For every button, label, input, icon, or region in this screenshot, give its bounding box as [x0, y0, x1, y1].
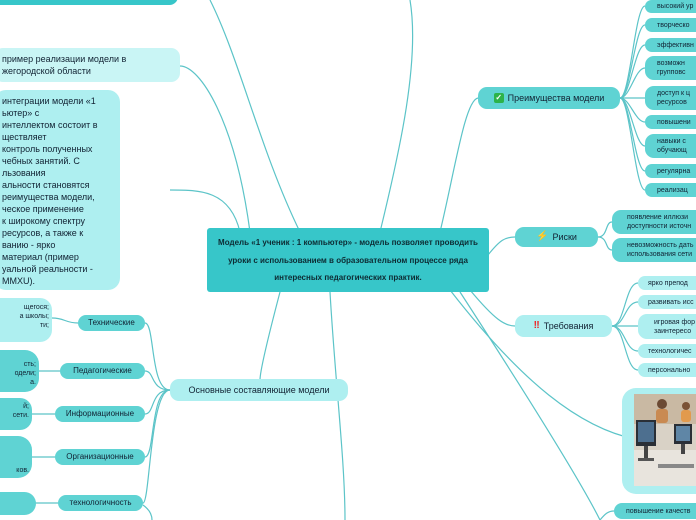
quality-improvement-node[interactable]: повышение качеств: [614, 503, 696, 519]
risk-item[interactable]: невозможность дать использования сети: [612, 238, 696, 262]
classroom-photo: [634, 394, 696, 486]
requirements-node[interactable]: ‼ Требования: [515, 315, 612, 337]
advantage-item[interactable]: реализац: [645, 183, 696, 197]
tech-details-node[interactable]: щегося; а школы; ти;: [0, 298, 52, 342]
central-topic[interactable]: Модель «1 ученик : 1 компьютер» - модель…: [207, 228, 489, 292]
top-left-node[interactable]: [0, 0, 178, 5]
requirements-title: Требования: [543, 321, 594, 331]
category-technical[interactable]: Технические: [78, 315, 145, 331]
advantage-item[interactable]: навыки с обучающ: [645, 134, 696, 158]
category-organizational[interactable]: Организационные: [55, 449, 145, 465]
info-details-node[interactable]: й; сети.: [0, 398, 32, 430]
image-node[interactable]: [622, 388, 696, 494]
requirement-item[interactable]: персонально: [638, 363, 696, 377]
category-pedagogical[interactable]: Педагогические: [60, 363, 145, 379]
advantages-title: Преимущества модели: [507, 93, 605, 103]
lightning-icon: ⚡: [536, 231, 549, 242]
advantage-item[interactable]: возможн групповс: [645, 56, 696, 80]
advantages-node[interactable]: ✓ Преимущества модели: [478, 87, 620, 109]
checkmark-icon: ✓: [493, 93, 504, 103]
category-technologicality[interactable]: технологичность: [58, 495, 143, 511]
advantage-item[interactable]: эффективн: [645, 38, 696, 52]
requirement-item[interactable]: развивать исс: [638, 295, 696, 309]
advantage-item[interactable]: регулярна: [645, 164, 696, 178]
risks-node[interactable]: ⚡ Риски: [515, 227, 598, 247]
advantage-item[interactable]: повышени: [645, 115, 696, 129]
requirement-item[interactable]: технологичес: [638, 344, 696, 358]
integration-note[interactable]: интеграции модели «1 ьютер» с интеллекто…: [0, 90, 120, 290]
requirement-item[interactable]: ярко препод: [638, 276, 696, 290]
advantage-item[interactable]: творческо: [645, 18, 696, 32]
example-node[interactable]: пример реализации модели в жегородской о…: [0, 48, 180, 82]
tech-level-details-node[interactable]: [0, 492, 36, 515]
ped-details-node[interactable]: сть; одели; а.: [0, 350, 39, 392]
advantage-item[interactable]: высокий ур: [645, 0, 696, 13]
risks-title: Риски: [552, 232, 577, 242]
category-informational[interactable]: Информационные: [55, 406, 145, 422]
risk-item[interactable]: появление иллюзи доступности источн: [612, 210, 696, 234]
double-exclamation-icon: ‼: [533, 320, 540, 331]
org-details-node[interactable]: ков.: [0, 436, 32, 478]
advantage-item[interactable]: доступ к ц ресурсов: [645, 86, 696, 110]
requirement-item[interactable]: игровая фор заинтересо: [638, 314, 696, 339]
components-node[interactable]: Основные составляющие модели: [170, 379, 348, 401]
